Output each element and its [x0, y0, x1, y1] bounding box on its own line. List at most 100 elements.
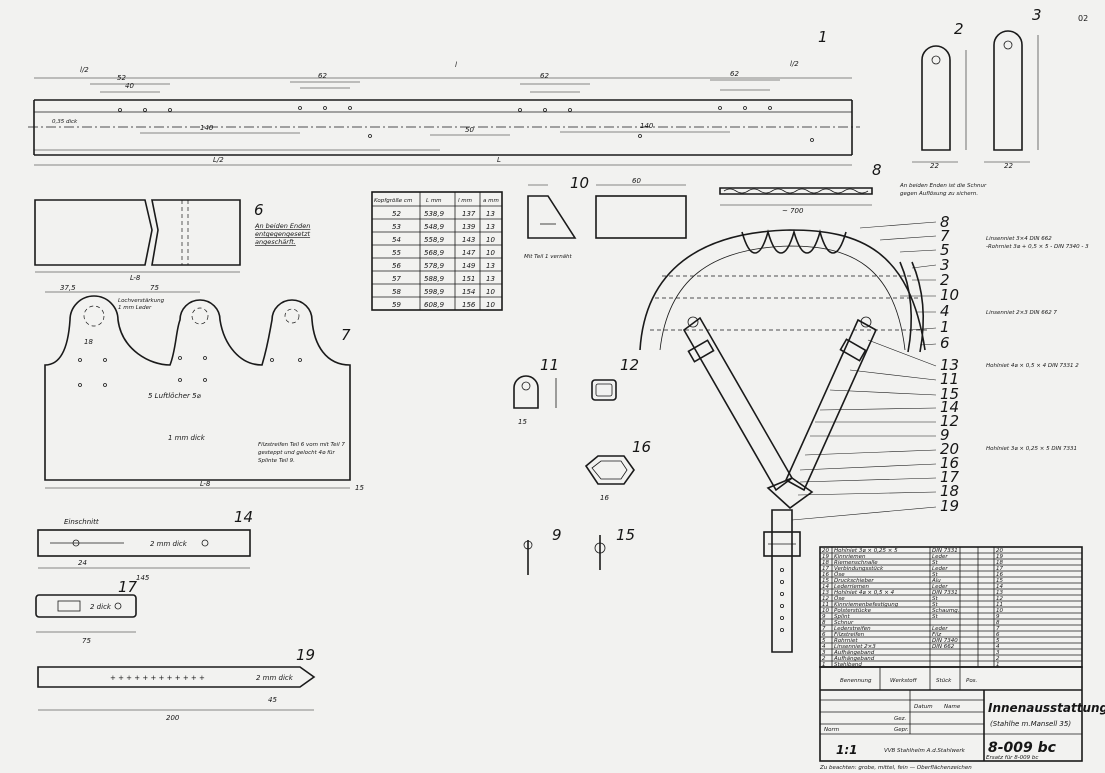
view-number-16: 16: [632, 438, 651, 456]
callout-13: 13: [940, 356, 959, 374]
note-cord-ends-1: An beiden Enden ist die Schnur: [899, 183, 987, 189]
title-block-col-stueck: Stück: [936, 678, 952, 684]
parts-list-cell: 13: [822, 590, 829, 596]
parts-list-cell: 6: [996, 632, 1000, 638]
dim-L-8-felt: L-8: [130, 274, 141, 282]
dim-L-half: L/2: [213, 156, 224, 164]
dim-l: l: [455, 61, 457, 69]
title-block-drawn: Gez.: [894, 716, 907, 722]
size-table-cell: 154: [462, 288, 475, 296]
parts-list-cell: 19: [822, 554, 829, 560]
parts-list-cell: Kinnriemen: [834, 554, 866, 560]
dim-l-half-left: l/2: [80, 66, 89, 74]
parts-list-cell: Alu: [931, 578, 941, 584]
callout-10: 10: [940, 286, 959, 304]
parts-list-cell: Riemenschnalle: [834, 560, 878, 566]
callout-11: 11: [940, 370, 959, 388]
view-number-6: 6: [254, 201, 264, 219]
view-number-17: 17: [118, 578, 138, 596]
view-14-leather-strap: 14 Einschnitt 2 mm dick 145 24: [37, 508, 253, 582]
parts-list-cell: 7: [822, 626, 826, 632]
callout-19: 19: [940, 497, 959, 515]
size-table-cell: 57: [392, 275, 401, 283]
dim-62-right: 62: [730, 70, 739, 78]
view-number-2: 2: [954, 20, 964, 38]
view-3-hanger-band: 3 22: [984, 6, 1042, 170]
parts-list-cell: 10: [822, 608, 829, 614]
parts-list-cell: DIN 662: [932, 644, 955, 650]
parts-list-cell: St: [932, 572, 938, 578]
parts-list-cell: 7: [996, 626, 1000, 632]
size-table-header-L: L mm: [426, 198, 442, 204]
dim-145: 145: [136, 574, 150, 582]
size-table-header-l: l mm: [458, 198, 472, 204]
parts-list-cell: Aufhängeband: [833, 650, 875, 656]
svg-text:+ + + + + + + + + + + +: + + + + + + + + + + + +: [110, 674, 205, 682]
dim-45: 45: [268, 696, 277, 704]
parts-list-cell: Leder: [932, 626, 948, 632]
note-ends-2: entgegengesetzt: [255, 230, 311, 238]
callout-20: 20: [940, 440, 959, 458]
parts-list-cell: Stahlband: [834, 662, 862, 668]
parts-list-cell: 10: [996, 608, 1003, 614]
parts-list-cell: 16: [822, 572, 829, 578]
parts-list-cell: 14: [996, 584, 1003, 590]
parts-list-cell: 11: [822, 602, 829, 608]
parts-list-cell: 9: [996, 614, 1000, 620]
view-7-leather-strip: 7 L-8 37,5 75 18 15 Lochverstärkung 1 mm…: [44, 284, 364, 492]
size-table-cell: 59: [392, 301, 401, 309]
note-leather-thickness: 0,35 dick: [52, 119, 78, 125]
dim-L: L: [497, 156, 501, 164]
parts-list-cell: Rohrniet: [834, 638, 858, 644]
parts-list-cell: DIN 7340: [932, 638, 958, 644]
assembly-view: 8 7 5 3 2 10 4 1 6 13 11 15 14 12 9 20 1…: [639, 213, 1089, 653]
dim-L-8-leather: L-8: [200, 480, 211, 488]
parts-list-cell: Polsterstücke: [834, 608, 872, 614]
drawing-number: 8-009 bc: [988, 740, 1057, 756]
size-table-cell: 558,9: [424, 236, 445, 244]
view-number-9: 9: [552, 526, 562, 544]
size-table-header-a: a mm: [483, 198, 499, 204]
size-table-cell: 55: [392, 249, 401, 257]
title-block-footer: Zu beachten: grobe, mittel, fein — Oberf…: [819, 765, 972, 771]
view-number-3: 3: [1032, 6, 1042, 24]
dim-75-view17: 75: [82, 637, 91, 645]
callout-4: 4: [940, 302, 950, 320]
parts-list-cell: 4: [996, 644, 1000, 650]
drawing-company: VVB Stahlhelm A.d.Stahlwerk: [884, 748, 966, 754]
sheet-corner-code: 02: [1078, 14, 1088, 23]
title-block-col-pos: Pos.: [966, 678, 978, 684]
dim-60: 60: [632, 177, 641, 185]
dim-700: ~ 700: [782, 207, 804, 215]
note-2mm-thick-14: 2 mm dick: [150, 540, 188, 548]
parts-list-cell: St: [932, 596, 938, 602]
callout-2: 2: [940, 271, 950, 289]
note-ends-1: An beiden Enden: [254, 222, 310, 230]
size-table-cell: 548,9: [424, 223, 445, 231]
parts-list-cell: Aufhängeband: [833, 656, 875, 662]
parts-list-cell: St: [932, 614, 938, 620]
dim-37-5: 37,5: [60, 284, 76, 292]
view-number-15: 15: [616, 526, 635, 544]
note-felt-strips-3: Splinte Teil 9.: [258, 458, 295, 464]
view-11-chin-strap-fixing: 11 15: [513, 356, 559, 426]
view-number-19: 19: [296, 646, 315, 664]
dim-50: 50: [465, 126, 474, 134]
callout-7: 7: [940, 227, 950, 245]
parts-list-cell: 9: [822, 614, 826, 620]
callout-15: 15: [940, 385, 959, 403]
size-table-cell: 151: [462, 275, 475, 283]
parts-list-cell: 3: [822, 650, 826, 656]
parts-list-cell: 12: [822, 596, 829, 602]
parts-list-cell: 4: [822, 644, 826, 650]
parts-list-cell: 6: [822, 632, 826, 638]
parts-list-cell: Leder: [932, 554, 948, 560]
parts-list-cell: 18: [996, 560, 1003, 566]
note-cut: Einschnitt: [64, 518, 99, 526]
parts-list-cell: 1: [822, 662, 826, 668]
parts-list-cell: 17: [822, 566, 829, 572]
size-table-cell: 578,9: [424, 262, 445, 270]
dim-18: 18: [84, 338, 93, 346]
dim-24: 24: [78, 559, 87, 567]
